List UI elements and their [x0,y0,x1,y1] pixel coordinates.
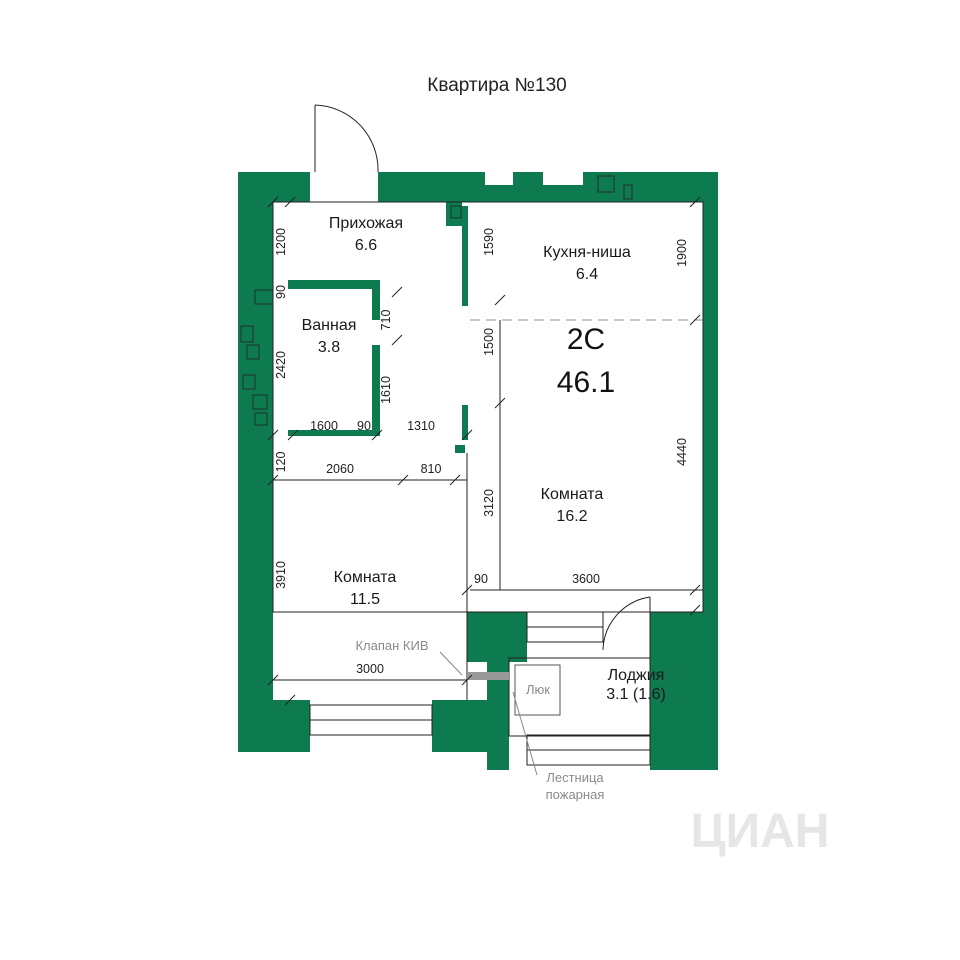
dim-3000: 3000 [356,662,384,676]
dim-90-bath: 90 [357,419,371,433]
loggia-outline [508,657,651,737]
dim-90-hall: 90 [274,285,288,299]
dim-1600: 1600 [310,419,338,433]
dim-90-room: 90 [474,572,488,586]
kiv-valve-mark [467,672,509,680]
hall-name: Прихожая [329,215,403,232]
loggia-area: 3.1 (1.6) [606,686,666,703]
wall-right [703,172,718,612]
bath-area: 3.8 [318,339,340,356]
dim-2060: 2060 [326,462,354,476]
windows [309,611,651,766]
wall-bottom-mid [432,700,487,752]
dim-1610: 1610 [379,376,393,404]
dim-710: 710 [379,310,393,331]
wall-left [238,172,273,752]
dim-120: 120 [274,452,288,473]
room-small-name: Комната [334,569,397,586]
dim-1310: 1310 [407,419,435,433]
hatch-label: Люк [526,682,550,697]
wall-top-mid2 [513,172,543,202]
hall-niche [446,202,462,226]
bath-fixtures-icon [240,175,633,426]
dim-2420: 2420 [274,351,288,379]
wall-loggia-left [487,662,509,770]
inner-walls [288,202,468,453]
wall-loggia-right [650,612,718,770]
dim-1900: 1900 [675,239,689,267]
dim-3910: 3910 [274,561,288,589]
bath-top-wall [288,280,378,289]
room-big-area: 16.2 [556,508,587,525]
dimension-ticks [267,196,701,706]
ladder-leader-line [512,691,538,776]
kiv-leader-line [439,651,463,676]
dim-810: 810 [421,462,442,476]
kitchen-area: 6.4 [576,266,598,283]
bath-right-wall-bottom [372,345,380,435]
loggia-name: Лоджия [608,667,665,684]
dim-4440: 4440 [675,438,689,466]
bath-bottom-wall [288,430,380,436]
dim-1590: 1590 [482,228,496,256]
apartment-area: 46.1 [557,366,615,399]
hatch-box [514,664,561,716]
kitchen-left-wall [462,206,468,306]
room-small-area: 11.5 [350,591,380,608]
wall-top-step2 [543,185,583,202]
watermark-logo: ЦИАН [691,805,830,858]
dim-3120: 3120 [482,489,496,517]
loggia-door [602,596,651,660]
kitchen-name: Кухня-ниша [543,244,631,261]
wall-top-step [485,185,513,202]
kiv-valve-label: Клапан КИВ [355,638,428,653]
dim-3600: 3600 [572,572,600,586]
corridor-wall [462,405,468,440]
wall-top-right [583,172,718,202]
wall-top-mid [378,172,485,202]
entrance-door [314,104,379,173]
room-outlines [272,201,704,700]
wall-loggia-left-top [467,612,527,662]
wall-top-left [238,172,310,202]
dim-1500: 1500 [482,328,496,356]
room-big-name: Комната [541,486,604,503]
outer-walls [238,172,718,770]
ladder-label-2: пожарная [546,787,605,802]
apartment-type: 2С [567,323,605,356]
dim-1200: 1200 [274,228,288,256]
bath-name: Ванная [302,317,357,334]
corridor-stub [455,445,465,453]
wall-bottom-left [238,700,310,752]
ladder-label-1: Лестница [546,770,604,785]
bath-right-wall-top [372,280,380,320]
hall-area: 6.6 [355,237,377,254]
apartment-title: Квартира №130 [427,75,566,96]
